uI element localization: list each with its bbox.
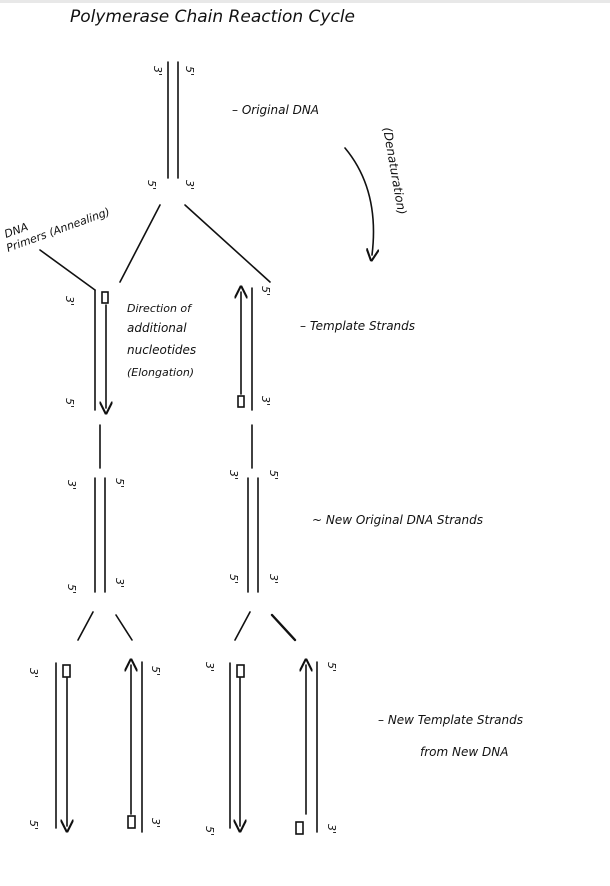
- top-edge: [0, 0, 610, 3]
- label-original-dna: – Original DNA: [232, 103, 319, 117]
- end-label: 5': [145, 180, 158, 190]
- end-label: 5': [113, 478, 126, 488]
- branch-line: [184, 204, 271, 283]
- direction-line: nucleotides: [127, 343, 196, 357]
- label-new-original: ~ New Original DNA Strands: [312, 513, 483, 527]
- strand-pair-1: [55, 662, 70, 828]
- end-label: 3': [63, 296, 76, 306]
- branch-line: [270, 613, 297, 642]
- primer-pointer: [39, 249, 96, 291]
- end-label: 5': [259, 286, 272, 296]
- strand-pair-3: [229, 662, 244, 828]
- strand-pair-2: [128, 662, 143, 833]
- end-label: 5': [149, 666, 162, 676]
- end-label: 3': [113, 578, 126, 588]
- end-label: 5': [27, 820, 40, 830]
- label-new-template-1: – New Template Strands: [378, 713, 523, 727]
- end-label: 3': [27, 668, 40, 678]
- strand-pair-4: [295, 662, 318, 835]
- end-label: 3': [259, 396, 272, 406]
- end-label: 5': [183, 66, 196, 76]
- direction-line: (Elongation): [127, 366, 194, 379]
- end-label: 3': [183, 180, 196, 190]
- end-label: 3': [203, 662, 216, 672]
- label-denaturation: (Denaturation): [380, 126, 409, 216]
- branch-line: [115, 614, 133, 641]
- end-label: 5': [63, 398, 76, 408]
- end-label: 3': [151, 66, 164, 76]
- end-label: 3': [65, 480, 78, 490]
- new-dna-right: [247, 477, 259, 593]
- end-label: 3': [325, 824, 338, 834]
- direction-line: additional: [127, 321, 187, 335]
- diagram-title: Polymerase Chain Reaction Cycle: [70, 7, 355, 27]
- end-label: 3': [227, 470, 240, 480]
- end-label: 3': [149, 818, 162, 828]
- branch-line: [119, 204, 161, 283]
- end-label: 5': [203, 826, 216, 836]
- end-label: 5': [227, 574, 240, 584]
- right-template: [238, 288, 253, 411]
- end-label: 5': [267, 470, 280, 480]
- denaturation-arrow: [344, 147, 373, 255]
- original-dna: [167, 61, 179, 179]
- new-dna-left: [94, 477, 106, 593]
- end-label: 3': [267, 574, 280, 584]
- label-template-strands: – Template Strands: [300, 319, 415, 333]
- elongation-note: Direction of additional nucleotides (Elo…: [127, 302, 196, 379]
- end-label: 5': [325, 662, 338, 672]
- branch-line: [234, 611, 251, 641]
- end-label: 5': [65, 584, 78, 594]
- left-template: [94, 289, 108, 410]
- label-new-template-2: from New DNA: [420, 745, 508, 759]
- branch-line: [77, 611, 94, 641]
- direction-line: Direction of: [127, 302, 193, 315]
